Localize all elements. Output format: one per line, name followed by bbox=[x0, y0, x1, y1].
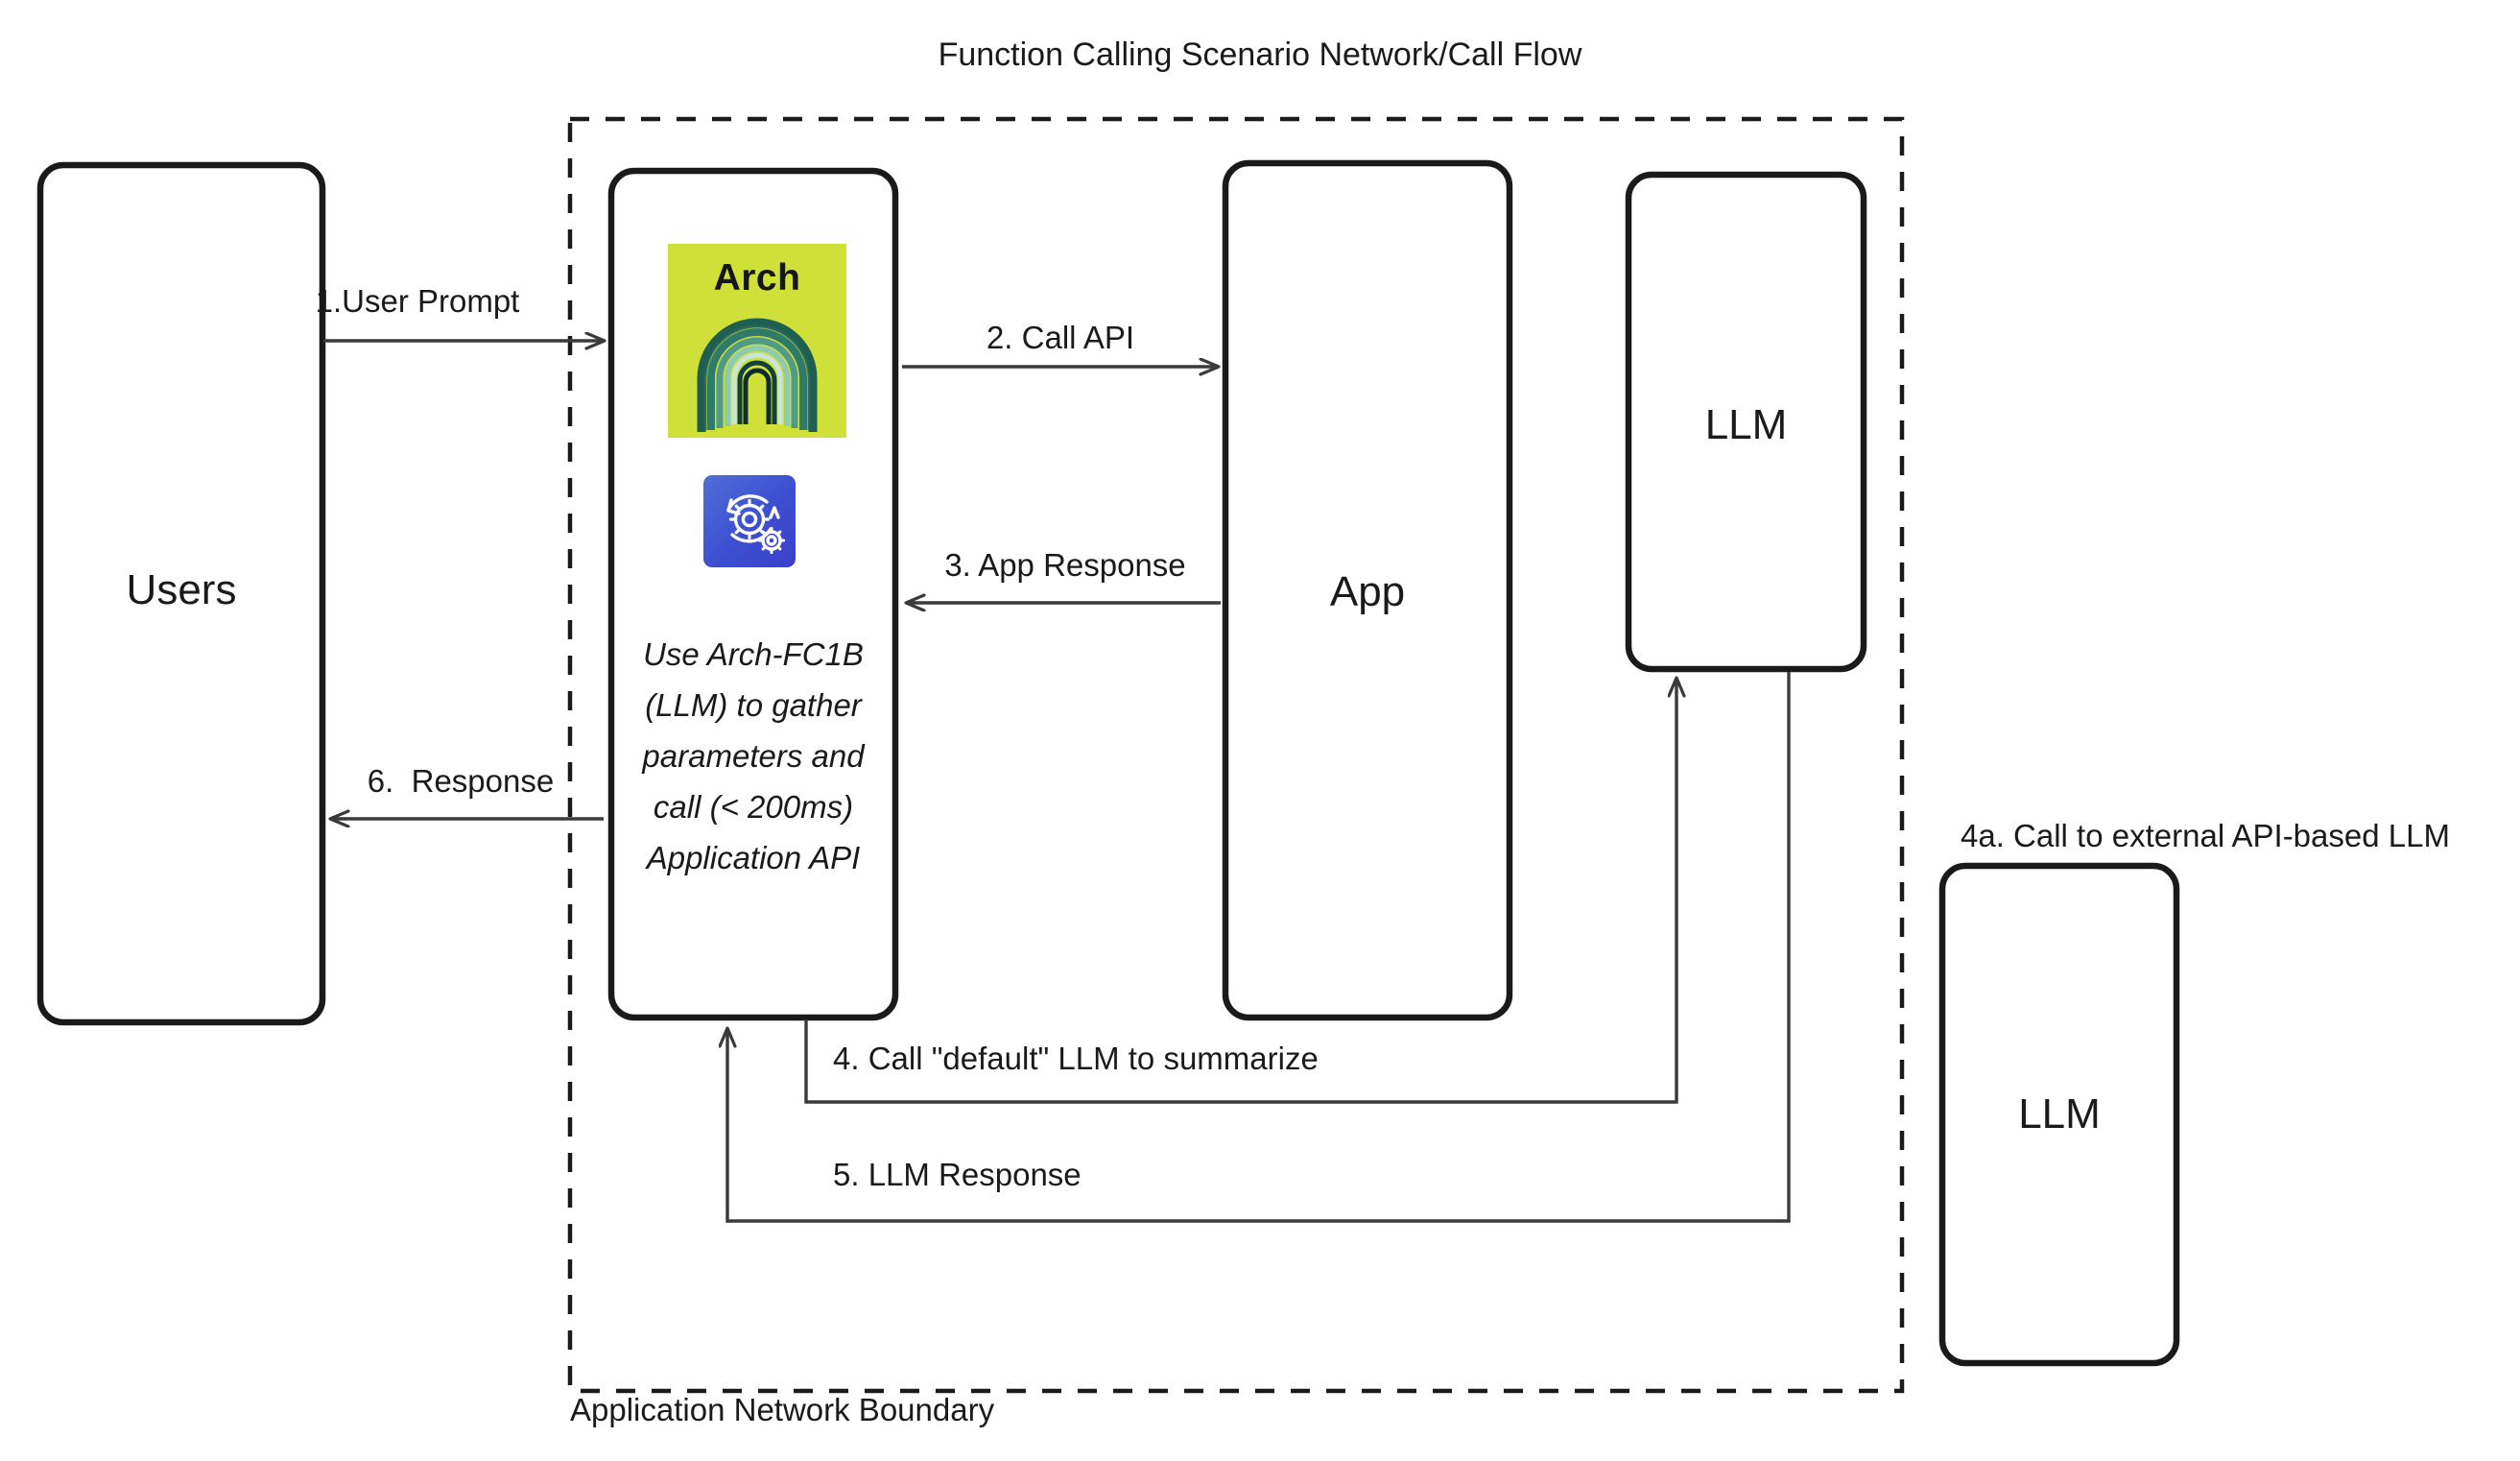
node-users-label: Users bbox=[126, 566, 237, 613]
arch-note-text: Use Arch-FC1B (LLM) to gather parameters… bbox=[642, 636, 865, 875]
edge-5-llm-response-label: 5. LLM Response bbox=[833, 1157, 1082, 1192]
node-llm-external-label: LLM bbox=[2018, 1090, 2101, 1138]
edge-6-response-label: 6. Response bbox=[367, 763, 555, 799]
node-llm-external-box[interactable] bbox=[1938, 862, 2180, 1367]
edge-4-call-default-llm-arrow bbox=[804, 678, 1676, 1104]
arch-brand-word: Arch bbox=[713, 257, 801, 299]
arch-bridge-icon bbox=[697, 318, 818, 432]
external-llm-call-label: 4a. Call to external API-based LLM bbox=[1961, 818, 2450, 853]
gears-refresh-icon bbox=[726, 494, 786, 555]
node-users-box[interactable] bbox=[36, 161, 326, 1026]
node-llm-internal-label: LLM bbox=[1704, 401, 1788, 448]
diagram-title: Function Calling Scenario Network/Call F… bbox=[938, 36, 1582, 73]
node-app-box[interactable] bbox=[1222, 159, 1513, 1021]
edge-3-app-response-label: 3. App Response bbox=[944, 547, 1186, 583]
application-network-boundary-label: Application Network Boundary bbox=[570, 1392, 995, 1427]
edge-1-user-prompt-label: 1.User Prompt bbox=[315, 283, 520, 319]
node-app-label: App bbox=[1329, 568, 1406, 615]
function-calling-tile bbox=[703, 475, 796, 567]
edge-4-call-default-llm-label: 4. Call "default" LLM to summarize bbox=[833, 1041, 1319, 1076]
edge-5-llm-response-arrow bbox=[727, 672, 1791, 1223]
node-llm-internal-box[interactable] bbox=[1625, 171, 1867, 673]
edge-2-call-api-label: 2. Call API bbox=[986, 320, 1135, 355]
application-network-boundary bbox=[567, 116, 1905, 1394]
arch-logo-tile: Arch bbox=[668, 244, 846, 438]
